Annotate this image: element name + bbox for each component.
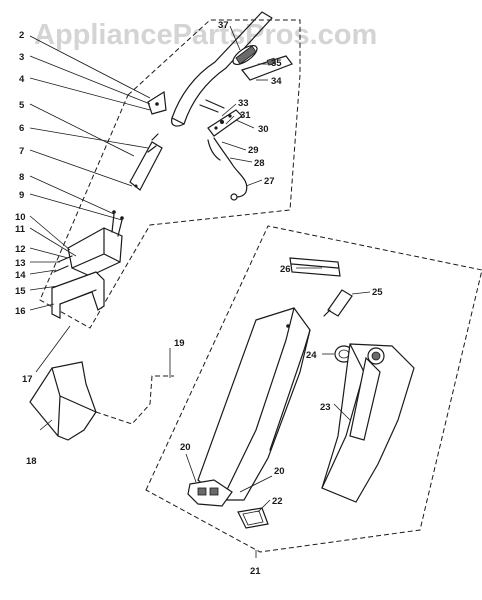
- outer-bag-part: [197, 307, 311, 501]
- label-part-19: 19: [174, 338, 185, 349]
- gasket-part: [237, 507, 269, 529]
- leader-lines: [29, 25, 371, 558]
- label-part-4: 4: [19, 74, 25, 85]
- label-part-37: 37: [218, 20, 229, 31]
- label-part-6: 6: [19, 123, 24, 134]
- label-part-8: 8: [19, 172, 24, 183]
- label-part-16: 16: [15, 306, 26, 317]
- bag-group-outline: [145, 225, 482, 553]
- label-part-7: 7: [19, 146, 24, 157]
- part-labels: 2 3 4 5 6 7 8 9 10 11 12 13 14 15 16 17 …: [15, 20, 383, 577]
- label-part-14: 14: [15, 270, 26, 281]
- label-part-25: 25: [372, 287, 383, 298]
- bag-housing-group: [145, 225, 482, 553]
- label-part-20a: 20: [180, 442, 191, 453]
- foot-frame-part: [51, 271, 105, 319]
- handle-grip-part: [129, 133, 163, 191]
- label-part-29: 29: [248, 145, 259, 156]
- switch-cover-part: [240, 55, 293, 81]
- handle-tube: [171, 11, 273, 127]
- label-part-3: 3: [19, 52, 24, 63]
- label-part-23: 23: [320, 402, 331, 413]
- bag-cover-part: [29, 361, 174, 441]
- label-part-35: 35: [271, 58, 282, 69]
- motor-bracket-part: [53, 210, 124, 277]
- label-part-33: 33: [238, 98, 249, 109]
- front-panel-part: [321, 343, 415, 503]
- label-part-15: 15: [15, 286, 26, 297]
- label-part-30: 30: [258, 124, 269, 135]
- label-part-34: 34: [271, 76, 282, 87]
- label-part-22: 22: [272, 496, 283, 507]
- power-cord-part: [207, 137, 248, 201]
- inlet-plate-part: [187, 479, 233, 507]
- top-cap-part: [289, 257, 341, 277]
- label-part-12: 12: [15, 244, 26, 255]
- bag-hook-part: [323, 289, 353, 317]
- label-part-20b: 20: [274, 466, 285, 477]
- cord-clip-part: [147, 90, 167, 115]
- label-part-5: 5: [19, 100, 25, 111]
- label-part-28: 28: [254, 158, 265, 169]
- label-part-11: 11: [15, 224, 26, 235]
- label-part-13: 13: [15, 258, 26, 269]
- switch-block-part: [199, 99, 243, 137]
- label-part-18: 18: [26, 456, 37, 467]
- label-part-26: 26: [280, 264, 291, 275]
- label-part-17: 17: [22, 374, 33, 385]
- label-part-21: 21: [250, 566, 261, 577]
- label-part-10: 10: [15, 212, 26, 223]
- label-part-24: 24: [306, 350, 317, 361]
- label-part-9: 9: [19, 190, 24, 201]
- label-part-31: 31: [240, 110, 251, 121]
- label-part-27: 27: [264, 176, 275, 187]
- label-part-2: 2: [19, 30, 24, 41]
